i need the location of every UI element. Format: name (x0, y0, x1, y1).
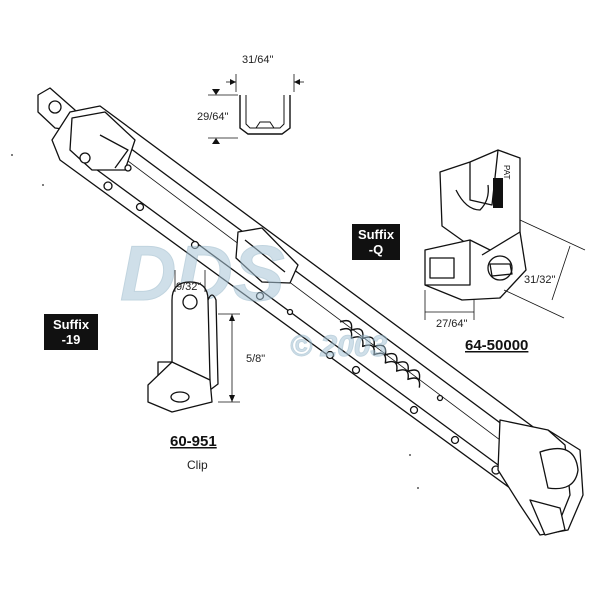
suffix-q-line2: -Q (368, 242, 384, 257)
clip-hole-label: 9/32" (176, 281, 201, 293)
block-part-number: 64-50000 (465, 337, 528, 354)
pivot-block-drawing (424, 149, 586, 320)
suffix-19-line1: Suffix (52, 317, 90, 332)
suffix-q-line1: Suffix (357, 227, 395, 242)
clip-part-number: 60-951 (170, 433, 217, 450)
channel-height-label: 29/64" (197, 111, 229, 123)
suffix-q-badge: Suffix -Q (352, 224, 400, 260)
channel-width-label: 31/64" (242, 54, 274, 66)
watermark-copyright: © 2003 (290, 330, 387, 363)
suffix-19-badge: Suffix -19 (44, 314, 98, 350)
block-width-label: 27/64" (436, 318, 468, 330)
suffix-19-line2: -19 (61, 332, 81, 347)
channel-profile (208, 74, 304, 144)
block-depth-label: 31/32" (524, 274, 556, 286)
clip-drawing (147, 270, 240, 413)
clip-height-label: 5/8" (246, 353, 265, 365)
svg-text:PAT: PAT (502, 165, 511, 179)
spring (339, 319, 421, 388)
pivot-block-stamp: PAT (493, 165, 511, 208)
balance-bar (37, 87, 584, 536)
clip-caption: Clip (187, 458, 208, 472)
